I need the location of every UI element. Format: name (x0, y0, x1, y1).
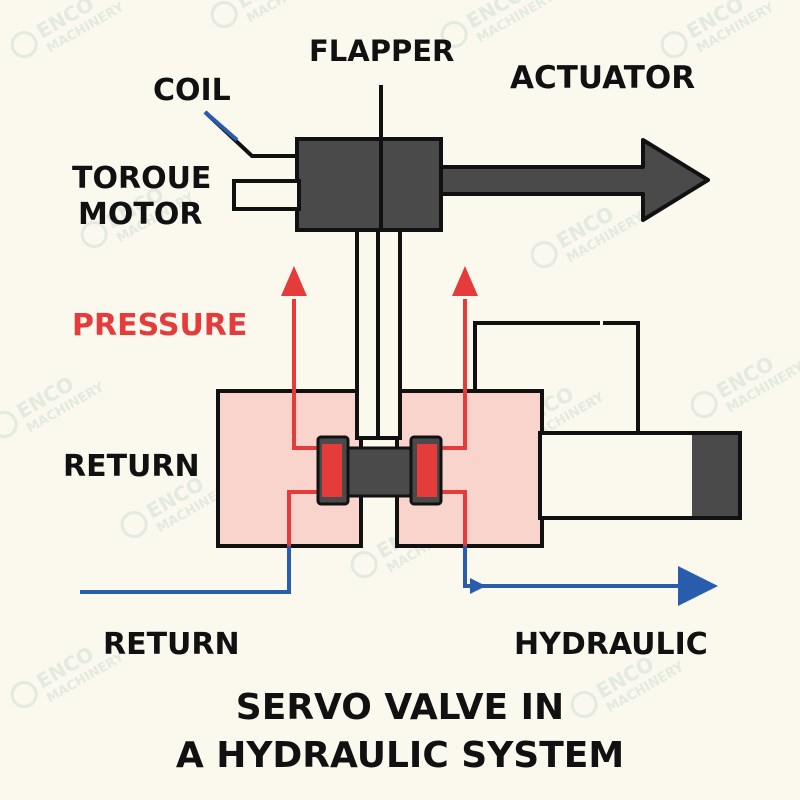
pressure-path-left (292, 299, 320, 450)
label-return-left: RETURN (63, 449, 200, 484)
hydraulic-arrowhead-small (470, 578, 486, 594)
pressure-arrow-right (452, 266, 478, 296)
pressure-branch-left (287, 490, 320, 548)
actuator-arrow (436, 138, 710, 222)
label-return-bottom: RETURN (103, 627, 240, 662)
torque-motor-block (295, 137, 443, 232)
spool-land-right-seal (417, 444, 437, 497)
title-line1: SERVO VALVE IN (235, 687, 565, 728)
pressure-branch-right (438, 490, 467, 548)
pressure-arrow-left (281, 266, 307, 296)
label-actuator: ACTUATOR (510, 60, 696, 96)
label-flapper: FLAPPER (309, 34, 455, 68)
label-hydraulic: HYDRAULIC (514, 627, 708, 662)
hydraulic-arrow (678, 566, 718, 606)
title-line2: A HYDRAULIC SYSTEM (175, 735, 625, 776)
feedback-line (473, 321, 600, 391)
feedback-line-right (603, 321, 640, 433)
actuator-piston (692, 435, 738, 516)
return-path-left (80, 546, 291, 594)
label-coil: COIL (153, 73, 231, 108)
coil-lead-blue (203, 110, 239, 142)
spool-body (338, 446, 420, 498)
pressure-path-right (438, 299, 467, 450)
torque-motor-stub (232, 179, 301, 211)
return-path-right (463, 546, 682, 588)
label-torque-motor-line2: MOTOR (78, 197, 203, 232)
label-torque-motor-line1: TOROUE (72, 161, 212, 196)
spool-land-left-seal (322, 444, 342, 497)
coil-lead (203, 110, 297, 158)
label-pressure: PRESSURE (72, 308, 248, 343)
